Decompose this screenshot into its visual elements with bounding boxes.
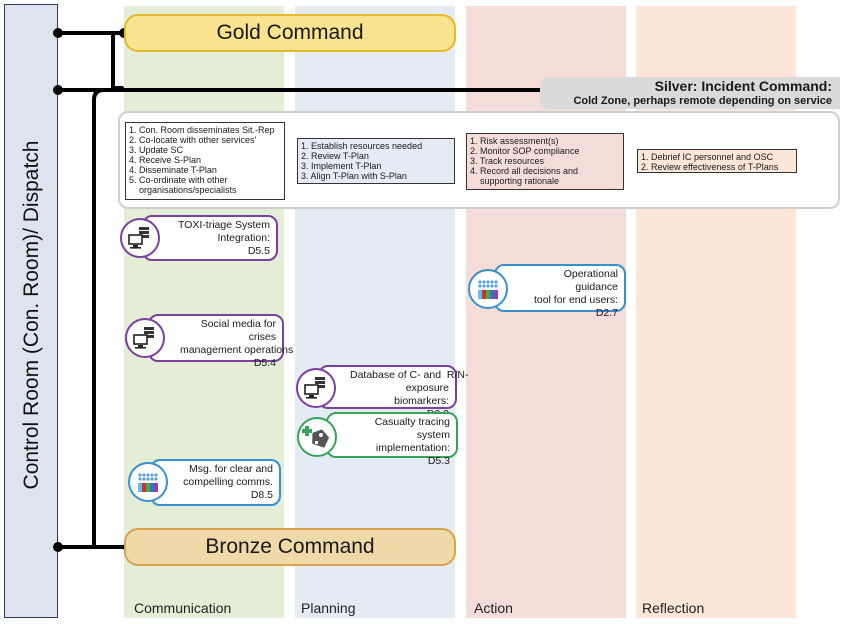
lane-communication bbox=[124, 6, 284, 618]
silver-command-subtitle: Cold Zone, perhaps remote depending on s… bbox=[573, 95, 832, 107]
list-item: organisations/specialists bbox=[129, 185, 237, 195]
lane-label-communication: Communication bbox=[134, 600, 232, 616]
connector-dot bbox=[53, 542, 63, 552]
list-item: 3. Implement T-Plan bbox=[301, 161, 382, 171]
communication-task-list: 1. Con. Room disseminates Sit.-Rep 2. Co… bbox=[125, 122, 285, 200]
tool-card-biomarker-database[interactable]: Database of C- and R/N- exposure biomark… bbox=[318, 365, 469, 420]
server-monitor-icon bbox=[125, 318, 165, 358]
connector-dot bbox=[53, 85, 63, 95]
list-item: 1. Establish resources needed bbox=[301, 141, 423, 151]
tool-card-toxi-triage[interactable]: TOXI-triage System Integration: D5.5 bbox=[142, 215, 278, 261]
gold-command-box: Gold Command bbox=[124, 14, 456, 52]
list-item: 2. Co-locate with other services' bbox=[129, 135, 257, 145]
list-item: supporting rationale bbox=[470, 176, 560, 186]
tool-card-line: TOXI-triage System bbox=[178, 219, 270, 231]
lane-label-reflection: Reflection bbox=[642, 600, 705, 616]
list-item: 5. Co-ordinate with other bbox=[129, 175, 228, 185]
tool-card-line: Database of C- and R/N- bbox=[350, 369, 469, 381]
list-item: 3. Align T-Plan with S-Plan bbox=[301, 171, 407, 181]
list-item: 1. Con. Room disseminates Sit.-Rep bbox=[129, 125, 275, 135]
tool-card-line: Operational guidance bbox=[563, 268, 618, 293]
list-item: 2. Monitor SOP compliance bbox=[470, 146, 580, 156]
action-task-list: 1. Risk assessment(s) 2. Monitor SOP com… bbox=[466, 133, 624, 190]
lane-planning bbox=[295, 6, 455, 618]
tool-card-code: D5.5 bbox=[247, 245, 270, 257]
control-room-sidebar: Control Room (Con. Room)/ Dispatch bbox=[4, 4, 58, 618]
tool-card-code: D2.7 bbox=[595, 307, 618, 319]
list-item: 3. Update SC bbox=[129, 145, 184, 155]
list-item: 2. Review effectiveness of T-Plans bbox=[641, 162, 779, 172]
tool-card-line: management operations bbox=[180, 344, 294, 356]
list-item: 1. Debrief IC personnel and OSC bbox=[641, 152, 774, 162]
tool-card-line: compelling comms. bbox=[183, 476, 273, 488]
data-grid-icon bbox=[468, 269, 508, 309]
tool-card-line: Integration: bbox=[217, 232, 270, 244]
server-monitor-icon bbox=[120, 218, 160, 258]
medical-tag-icon bbox=[297, 417, 337, 457]
bronze-command-label: Bronze Command bbox=[205, 535, 375, 558]
data-grid-icon bbox=[128, 462, 168, 502]
gold-command-label: Gold Command bbox=[216, 21, 364, 44]
list-item: 4. Disseminate T-Plan bbox=[129, 165, 217, 175]
tool-card-social-media[interactable]: Social media for crises management opera… bbox=[148, 314, 294, 369]
lane-label-action: Action bbox=[474, 600, 513, 616]
tool-card-line: exposure biomarkers: bbox=[394, 382, 449, 407]
planning-task-list: 1. Establish resources needed 2. Review … bbox=[297, 138, 455, 184]
server-monitor-icon bbox=[296, 368, 336, 408]
tool-card-line: tool for end users: bbox=[533, 294, 618, 306]
tool-card-code: D8.5 bbox=[250, 489, 273, 501]
list-item: 2. Review T-Plan bbox=[301, 151, 369, 161]
tool-card-line: Msg. for clear and bbox=[188, 463, 273, 475]
list-item: 4. Receive S-Plan bbox=[129, 155, 202, 165]
list-item: 1. Risk assessment(s) bbox=[470, 136, 559, 146]
tool-card-code: D5.3 bbox=[427, 455, 450, 467]
tool-card-messaging[interactable]: Msg. for clear and compelling comms. D8.… bbox=[150, 459, 281, 506]
connector-dot bbox=[53, 28, 63, 38]
tool-card-line: implementation: bbox=[375, 442, 450, 454]
list-item: 3. Track resources bbox=[470, 156, 545, 166]
list-item: 4. Record all decisions and bbox=[470, 166, 579, 176]
tool-card-line: Casualty tracing system bbox=[374, 416, 450, 441]
reflection-task-list: 1. Debrief IC personnel and OSC 2. Revie… bbox=[637, 149, 797, 173]
tool-card-operational-guidance[interactable]: Operational guidance tool for end users:… bbox=[494, 264, 626, 319]
tool-card-code: D5.4 bbox=[253, 357, 276, 369]
tool-card-line: Social media for crises bbox=[200, 318, 276, 343]
tool-card-casualty-tracing[interactable]: Casualty tracing system implementation: … bbox=[326, 412, 458, 467]
lane-label-planning: Planning bbox=[301, 600, 356, 616]
bronze-command-box: Bronze Command bbox=[124, 528, 456, 566]
silver-command-title: Silver: Incident Command: bbox=[654, 78, 832, 94]
silver-command-box: Silver: Incident Command: Cold Zone, per… bbox=[540, 77, 840, 109]
